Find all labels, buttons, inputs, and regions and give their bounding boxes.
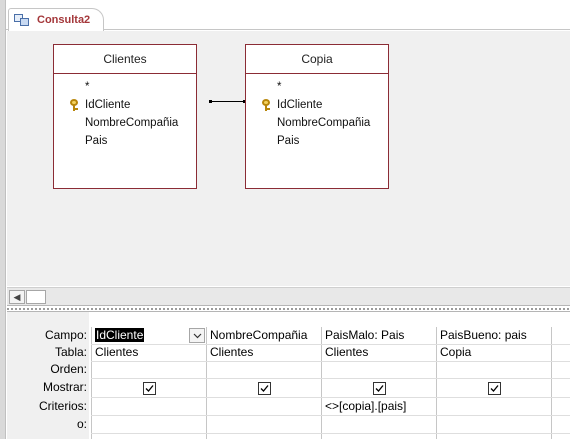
tabla-cell-col4[interactable]: Copia [440, 345, 472, 359]
field-item-all[interactable]: * [277, 81, 282, 93]
row-label-campo: Campo: [44, 328, 87, 342]
document-tab-consulta2[interactable]: Consulta2 [8, 8, 104, 31]
table-title[interactable]: Copia [246, 45, 388, 74]
grid-column[interactable] [551, 327, 570, 439]
tabla-cell-col2[interactable]: Clientes [210, 345, 254, 359]
field-label: IdCliente [85, 99, 131, 111]
o-cell-col2[interactable] [207, 416, 210, 433]
orden-cell-col2[interactable] [207, 361, 210, 378]
query-design-pane[interactable]: Clientes * IdCliente NombreCompañia Pais… [7, 31, 570, 286]
table-title[interactable]: Clientes [54, 45, 196, 74]
field-item-idcliente[interactable]: IdCliente [246, 96, 388, 114]
field-item-pais[interactable]: Pais [85, 135, 108, 147]
criterios-cell-col4[interactable] [437, 398, 440, 415]
field-item-idcliente[interactable]: IdCliente [54, 96, 196, 114]
primary-key-icon [70, 99, 79, 111]
scroll-left-arrow-icon[interactable]: ◀ [9, 290, 25, 304]
checkbox-checked-icon[interactable] [258, 382, 271, 395]
orden-cell-col3[interactable] [322, 361, 325, 378]
row-label-o: o: [76, 417, 87, 431]
window-left-frame [0, 0, 6, 439]
scroll-thumb[interactable] [26, 290, 46, 304]
row-label-tabla: Tabla: [54, 345, 87, 359]
query-design-icon [14, 13, 30, 27]
campo-cell-col3[interactable]: PaisMalo: Pais [325, 328, 405, 342]
criterios-cell-col2[interactable] [207, 398, 210, 415]
field-list-clientes[interactable]: Clientes * IdCliente NombreCompañia Pais [53, 44, 197, 189]
o-cell-col3[interactable] [322, 416, 325, 433]
checkbox-checked-icon[interactable] [143, 382, 156, 395]
field-list: * IdCliente NombreCompañia Pais [246, 74, 388, 150]
campo-cell-col4[interactable]: PaisBueno: pais [440, 328, 527, 342]
orden-cell-col1[interactable] [92, 361, 95, 378]
o-cell-col4[interactable] [437, 416, 440, 433]
orden-cell-col4[interactable] [437, 361, 440, 378]
campo-cell-col1[interactable]: IdCliente [92, 327, 145, 344]
field-item-nombrecompania[interactable]: NombreCompañia [277, 117, 371, 129]
query-design-grid: Campo: Tabla: Orden: Mostrar: Criterios:… [7, 312, 570, 439]
campo-cell-col2[interactable]: NombreCompañia [210, 328, 308, 342]
field-list-copia[interactable]: Copia * IdCliente NombreCompañia Pais [245, 44, 389, 189]
relationship-join-line[interactable] [209, 100, 246, 103]
document-tab-label: Consulta2 [37, 14, 91, 26]
field-label: IdCliente [277, 99, 323, 111]
checkbox-checked-icon[interactable] [488, 382, 501, 395]
checkbox-checked-icon[interactable] [373, 382, 386, 395]
field-list: * IdCliente NombreCompañia Pais [54, 74, 196, 150]
grid-row-header [7, 312, 89, 439]
selected-field-text[interactable]: IdCliente [95, 328, 145, 342]
criterios-cell-col1[interactable] [92, 398, 95, 415]
tabla-cell-col3[interactable]: Clientes [325, 345, 369, 359]
document-tab-bar: Consulta2 [6, 0, 570, 31]
row-label-orden: Orden: [50, 362, 87, 376]
horizontal-scrollbar[interactable]: ◀ [7, 287, 570, 305]
row-label-criterios: Criterios: [38, 399, 87, 413]
tabla-cell-col1[interactable]: Clientes [95, 345, 139, 359]
chevron-down-icon[interactable] [189, 328, 205, 343]
primary-key-icon [262, 99, 271, 111]
criterios-cell-col3[interactable]: <>[copia].[pais] [325, 399, 407, 413]
o-cell-col1[interactable] [92, 416, 95, 433]
pane-splitter[interactable] [7, 305, 570, 312]
field-item-nombrecompania[interactable]: NombreCompañia [85, 117, 179, 129]
row-label-mostrar: Mostrar: [42, 380, 87, 394]
field-item-all[interactable]: * [85, 81, 90, 93]
field-item-pais[interactable]: Pais [277, 135, 300, 147]
